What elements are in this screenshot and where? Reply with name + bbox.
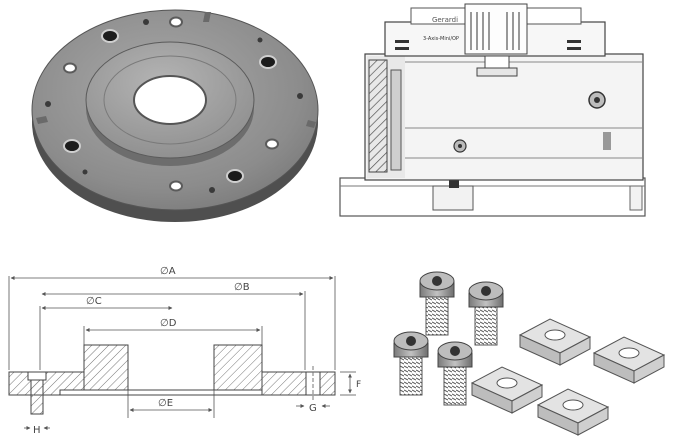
dim-d-label: ∅D: [160, 318, 177, 329]
dim-e-label: ∅E: [158, 398, 173, 409]
dim-c-label: ∅C: [86, 296, 102, 307]
t-nut-1: [518, 318, 592, 366]
fastener-kit-render: [380, 265, 673, 440]
screw-2: [468, 281, 504, 346]
screw-3: [393, 331, 429, 396]
vise-assembly-render: Gerardi 3-Axis-Mini/OP: [335, 0, 673, 225]
dim-a-label: ∅A: [160, 266, 176, 277]
dim-f-label: F: [356, 380, 361, 390]
vise-brand-label: Gerardi: [432, 16, 458, 24]
dim-b-label: ∅B: [234, 282, 250, 293]
t-nut-2: [592, 336, 666, 384]
dim-g-label: G: [309, 403, 317, 414]
vise-model-label: 3-Axis-Mini/OP: [423, 36, 459, 42]
dimension-drawing: ∅A ∅B ∅C ∅D ∅E F G H: [0, 250, 375, 440]
t-nut-4: [536, 388, 610, 436]
dim-h-label: H: [33, 425, 41, 436]
adapter-plate-render: [0, 0, 330, 225]
t-nut-3: [470, 366, 544, 414]
screw-1: [419, 271, 455, 336]
screw-4: [437, 341, 473, 406]
